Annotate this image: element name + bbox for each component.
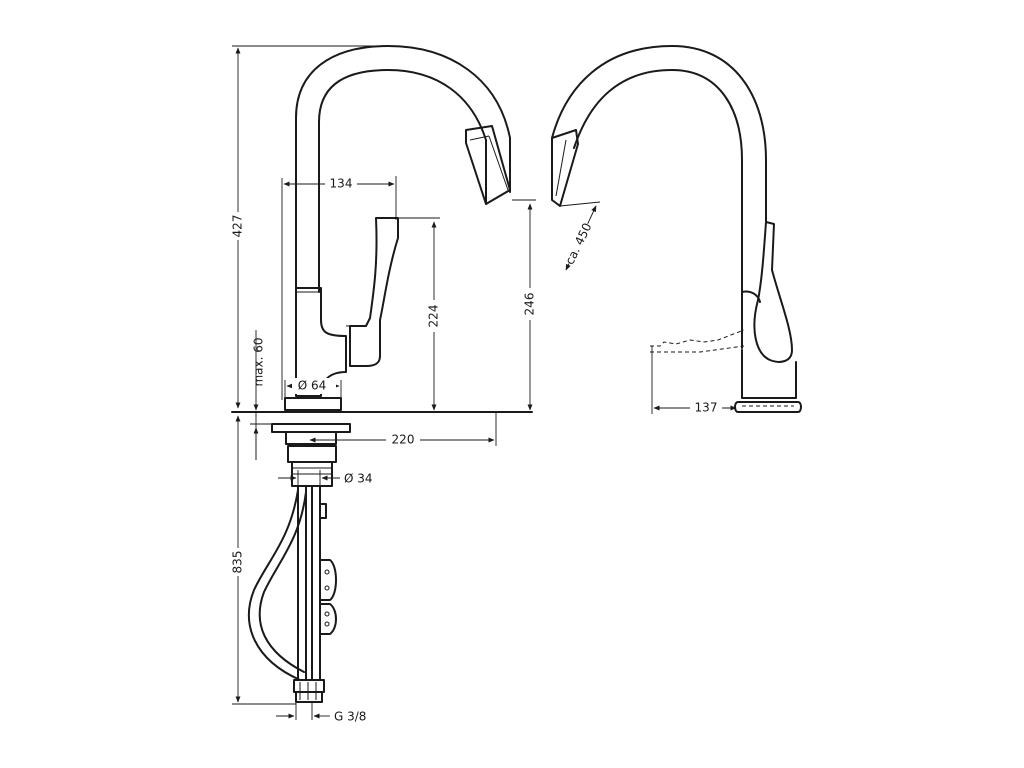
spray-head bbox=[465, 125, 511, 205]
front-spout-outer bbox=[551, 45, 767, 223]
dim-mount-reach-label: 220 bbox=[392, 433, 415, 447]
dim-lever-clearance-label: 137 bbox=[695, 401, 718, 415]
side-view: 427 835 max. 60 134 224 bbox=[230, 45, 538, 724]
spout-inner bbox=[318, 69, 487, 293]
dim-deck-thickness-label: max. 60 bbox=[252, 337, 266, 386]
dim-base-diameter-label: Ø 64 bbox=[298, 379, 327, 393]
spout-outer bbox=[295, 45, 511, 293]
dim-outlet-height-label: 246 bbox=[523, 293, 537, 316]
dim-lever-height-label: 224 bbox=[427, 305, 441, 328]
front-spout-inner bbox=[573, 69, 743, 349]
dim-shank-diameter-label: Ø 34 bbox=[344, 472, 373, 486]
dim-below-deck-label: 835 bbox=[231, 551, 245, 574]
base-plate bbox=[284, 397, 342, 411]
front-view: ca. 450 137 bbox=[551, 45, 802, 416]
dim-overall-height-label: 427 bbox=[231, 215, 245, 238]
dim-spout-reach-label: 134 bbox=[330, 177, 353, 191]
pull-out-hose bbox=[247, 489, 301, 681]
lever-swing-path bbox=[650, 329, 745, 353]
front-lever-handle bbox=[753, 221, 793, 363]
mounting-flange bbox=[271, 423, 351, 433]
lever-handle bbox=[349, 217, 399, 367]
front-body bbox=[741, 349, 797, 399]
counterweight bbox=[319, 559, 337, 601]
hose-fitting bbox=[293, 679, 325, 693]
dim-connection-thread-label: G 3/8 bbox=[334, 710, 366, 724]
front-spray-head bbox=[551, 129, 579, 207]
front-base bbox=[734, 401, 802, 413]
